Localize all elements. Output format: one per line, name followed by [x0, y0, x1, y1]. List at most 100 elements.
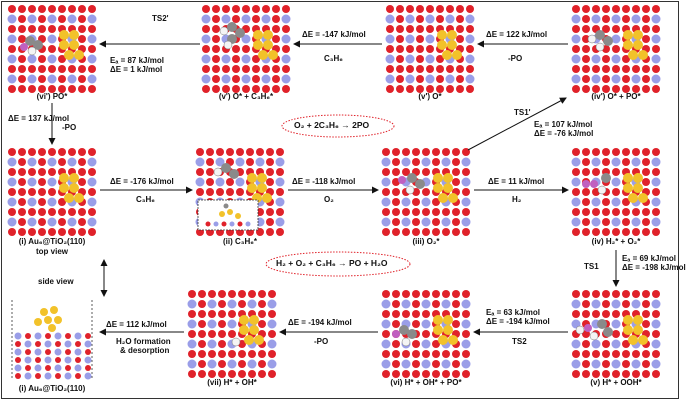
- caption-ii: (ii) C₃H₆*: [223, 237, 257, 246]
- o-atom: [15, 341, 21, 347]
- equation-bottom: H₂ + O₂ + C₃H₆ → PO + H₂O: [276, 258, 388, 268]
- o-atom: [25, 349, 31, 355]
- po-molecule-iv-prime: [587, 30, 613, 52]
- surface-i-side: [8, 300, 96, 380]
- caption-iii: (iii) O₂*: [412, 237, 440, 246]
- ti-atom: [34, 332, 42, 340]
- o-atom: [85, 349, 91, 355]
- label-ts1-prime: TS1': [514, 108, 531, 117]
- panel-vii: [187, 290, 277, 378]
- caption-side-view: side view: [38, 277, 74, 286]
- c3h6-molecule: [219, 22, 245, 50]
- ti-atom: [64, 340, 72, 348]
- surface-ii: [195, 148, 285, 236]
- label-ts2-prime-de: ΔE = 1 kJ/mol: [110, 65, 163, 74]
- ti-atom: [34, 364, 42, 372]
- caption-i-top: (i) Au₆@TiO₂(110): [18, 237, 86, 246]
- au6-cluster-side: [34, 306, 62, 332]
- label-ts2-de: ΔE = -194 kJ/mol: [486, 317, 550, 326]
- figure-border: [1, 1, 679, 399]
- label-vi-vii-species: -PO: [314, 337, 329, 346]
- ti-atom: [64, 356, 72, 364]
- label-ts2-prime-ea: Eₐ = 87 kJ/mol: [110, 56, 164, 65]
- panel-vi-prime-po: [7, 5, 97, 93]
- label-v2-species: C₃H₆: [324, 54, 343, 63]
- oh-group-vii: [231, 337, 241, 347]
- label-vi2-i-species: -PO: [62, 123, 77, 132]
- panel-i-side: [8, 300, 96, 380]
- ti-atom: [34, 348, 42, 356]
- label-ii-iii-de: ΔE = -118 kJ/mol: [292, 177, 356, 186]
- ti-atom: [44, 340, 52, 348]
- label-ts1-prime-de: ΔE = -76 kJ/mol: [534, 129, 594, 138]
- o-atom: [15, 357, 21, 363]
- label-ts1-ea: Eₐ = 69 kJ/mol: [622, 254, 676, 263]
- o-atom: [75, 341, 81, 347]
- ti-atom: [84, 356, 92, 364]
- o-atom: [45, 365, 51, 371]
- inset-side-view: [205, 203, 251, 227]
- label-ts2: TS2: [512, 337, 527, 346]
- o-atom: [65, 365, 71, 371]
- eq-bottom-outline: [265, 251, 411, 277]
- label-vi-vii-de: ΔE = -194 kJ/mol: [288, 318, 352, 327]
- panel-vi: [381, 290, 471, 378]
- label-ts2-ea: Eₐ = 63 kJ/mol: [486, 308, 540, 317]
- caption-iv-prime: (iv') O* + PO*: [591, 92, 641, 101]
- label-iii-iv-species: H₂: [512, 195, 522, 204]
- ooh-molecule: [575, 319, 613, 341]
- panel-v: [571, 290, 661, 378]
- o-atom: [55, 341, 61, 347]
- o-atom: [55, 373, 61, 379]
- panel-v-prime-o: [385, 5, 475, 93]
- panel-iv-prime: [571, 5, 661, 93]
- ti-atom: [84, 372, 92, 380]
- label-iv2-de: ΔE = 122 kJ/mol: [486, 30, 548, 39]
- ti-atom: [74, 332, 82, 340]
- label-vi2-i-de: ΔE = 137 kJ/mol: [8, 114, 70, 123]
- panel-ii: [195, 148, 285, 236]
- label-v2-de: ΔE = -147 kJ/mol: [302, 30, 366, 39]
- arrow-iii-to-iv2: [467, 97, 567, 151]
- propene-molecule-iii: [398, 173, 425, 195]
- panel-i-top: [7, 148, 97, 236]
- po-molecule-vi: [392, 325, 417, 347]
- c3h6-molecule-ii: [213, 163, 239, 179]
- ti-atom: [24, 340, 32, 348]
- ti-atom: [14, 332, 22, 340]
- c3h6-molecule-iv: [597, 173, 611, 195]
- caption-v: (v) H* + OOH*: [590, 378, 642, 387]
- caption-iv: (iv) H₂* + O₂*: [591, 237, 641, 246]
- o-atom: [45, 333, 51, 339]
- surface-iii: [381, 148, 471, 236]
- surface-vi-prime: [7, 5, 97, 93]
- ti-atom: [84, 340, 92, 348]
- ti-atom: [44, 372, 52, 380]
- label-ts1-de: ΔE = -198 kJ/mol: [622, 263, 686, 272]
- surface-vi: [381, 290, 471, 378]
- equation-top: O₂ + 2C₃H₆ → 2PO: [294, 120, 370, 130]
- ti-atom: [54, 364, 62, 372]
- ti-atom: [14, 348, 22, 356]
- o-atom: [35, 341, 41, 347]
- caption-i-side: (i) Au₆@TiO₂(110): [18, 384, 86, 393]
- label-i-ii-de: ΔE = -176 kJ/mol: [110, 177, 174, 186]
- panel-iv: [571, 148, 661, 236]
- ti-atom: [74, 348, 82, 356]
- h2-molecule: [582, 180, 598, 188]
- surface-vii: [187, 290, 277, 378]
- o-atom: [25, 333, 31, 339]
- ti-atom: [54, 348, 62, 356]
- label-vii-i-species2: & desorption: [120, 346, 170, 355]
- label-vii-i-de: ΔE = 112 kJ/mol: [106, 320, 167, 329]
- label-i-ii-species: C₃H₆: [136, 195, 155, 204]
- eq-top-outline: [281, 114, 395, 138]
- panel-v-prime-o-c3h6: [201, 5, 291, 93]
- label-ts2-prime: TS2': [152, 14, 169, 23]
- o-atom: [65, 333, 71, 339]
- ti-atom: [24, 372, 32, 380]
- o-atom: [65, 349, 71, 355]
- surface-iv: [571, 148, 661, 236]
